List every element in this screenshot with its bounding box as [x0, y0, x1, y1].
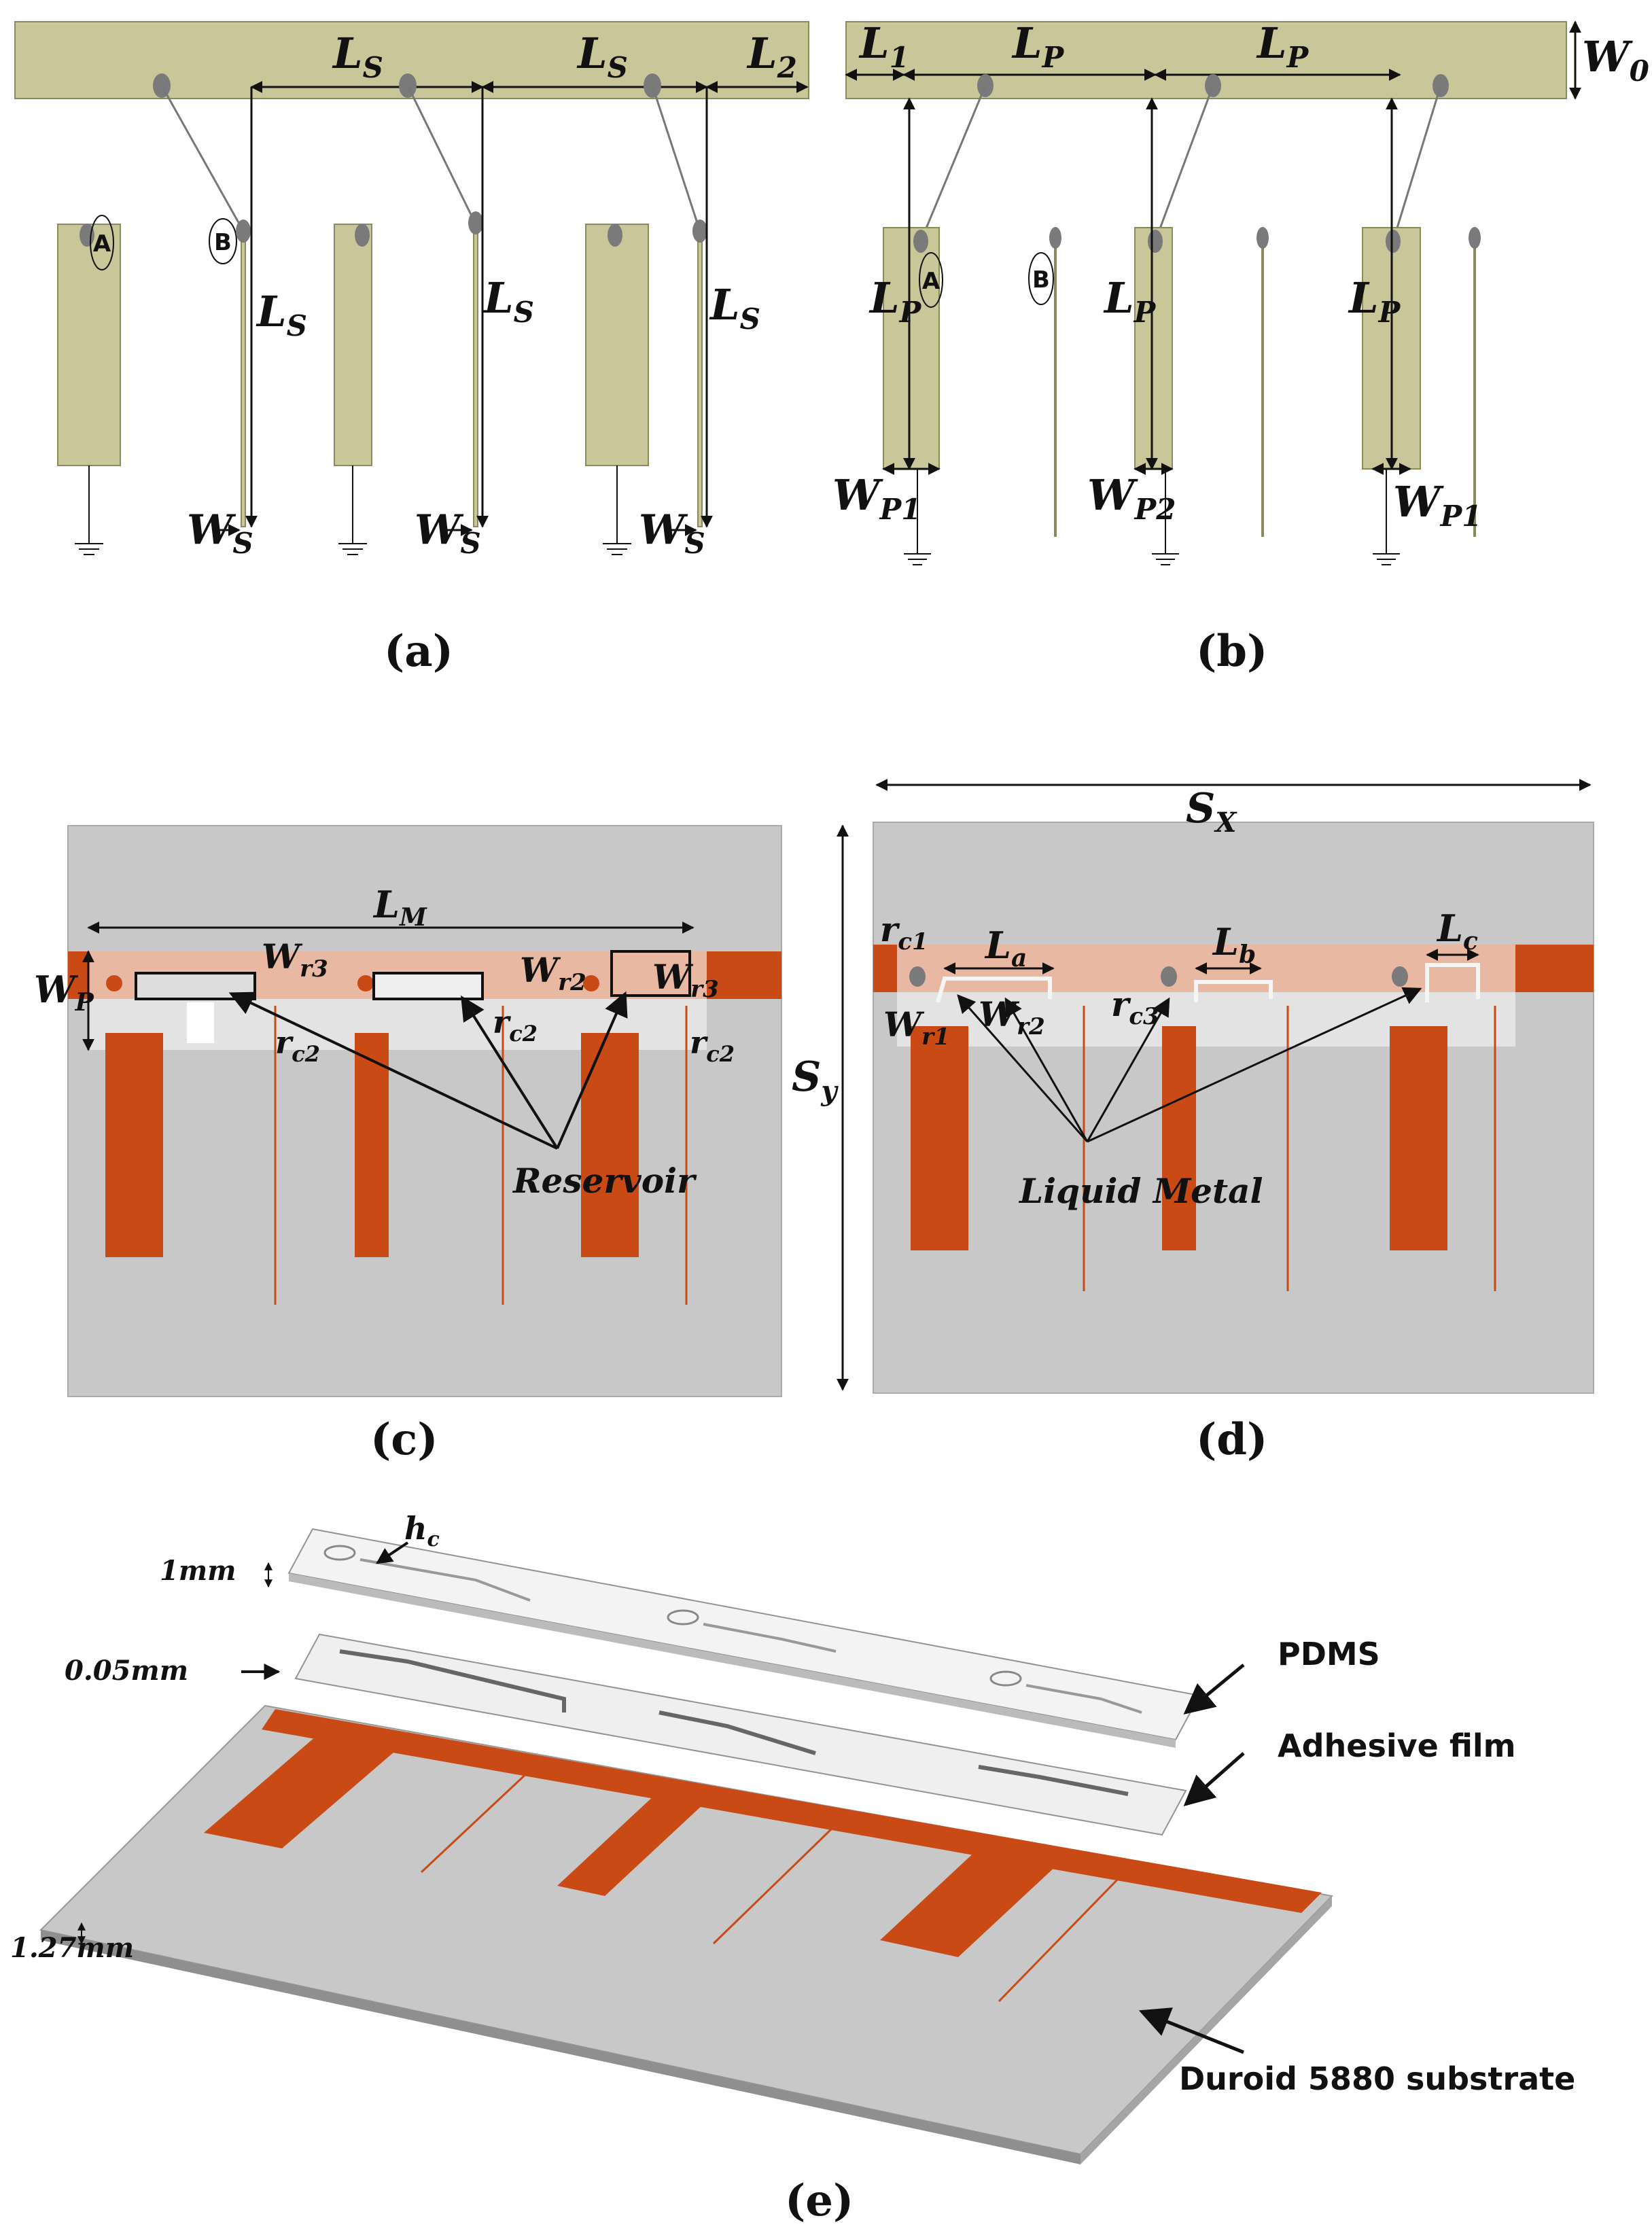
dim-lp-side: LP — [1348, 273, 1401, 329]
substrate-top — [39, 1704, 1334, 2156]
label-b: B — [214, 229, 232, 256]
dim-sy: Sy — [792, 1053, 839, 1107]
dim-wr3: Wr3 — [652, 957, 719, 1003]
patch — [355, 1033, 389, 1257]
caption-d: (d) — [1196, 1414, 1267, 1465]
label-pdms: PDMS — [1278, 1636, 1380, 1672]
label-substrate: Duroid 5880 substrate — [1179, 2060, 1575, 2097]
dim-rc2: rc2 — [275, 1024, 320, 1067]
stub-line — [473, 215, 478, 527]
patch — [204, 1736, 394, 1848]
reservoir-box — [372, 972, 484, 1000]
dim-la: La — [984, 924, 1027, 972]
substrate-side — [1080, 1896, 1332, 2164]
patch — [1390, 1026, 1447, 1250]
patch — [911, 1026, 968, 1250]
dim-ls-side: LS — [482, 273, 534, 329]
patch — [334, 224, 372, 466]
substrate-side — [41, 1930, 1080, 2164]
label-thickness-adhesive: 0.05mm — [65, 1655, 188, 1687]
panel-c: LM WP Wr3 Wr2 Wr3 rc2 rc2 rc2 Reservoir … — [34, 825, 782, 1465]
dim-lp: LP — [1256, 18, 1310, 74]
dim-lp-side: LP — [868, 273, 922, 329]
ground-icon — [75, 465, 631, 555]
dim-ws: WS — [639, 506, 705, 560]
circle-b-marker — [1028, 252, 1054, 305]
label-reservoir: Reservoir — [512, 1161, 697, 1201]
panel-e: hc 1mm 0.05mm 1.27mm PDMS Adhesive film … — [10, 1510, 1575, 2226]
stub-line — [241, 224, 246, 527]
dim-wp1: WP1 — [1393, 477, 1481, 533]
dim-wp2: WP2 — [1087, 470, 1176, 526]
circle-b-marker — [209, 218, 237, 264]
label-liquid-metal: Liquid Metal — [1018, 1171, 1263, 1211]
dim-lp: LP — [1011, 18, 1065, 74]
patch — [1134, 227, 1173, 470]
caption-c: (c) — [370, 1414, 438, 1465]
dim-ws: WS — [415, 506, 481, 560]
stub-line — [697, 224, 703, 527]
dim-rc2: rc2 — [493, 1004, 538, 1047]
caption-e: (e) — [785, 2175, 854, 2226]
dim-rc2: rc2 — [690, 1024, 735, 1067]
adhesive-film — [294, 1633, 1187, 1836]
dim-sx: SX — [1186, 785, 1237, 839]
label-a: A — [93, 230, 111, 258]
dim-w0: W0 — [1582, 32, 1649, 88]
dim-l2: L2 — [746, 29, 797, 84]
circle-a-marker — [90, 215, 114, 270]
patch — [880, 1848, 1057, 1957]
patch — [557, 1794, 703, 1896]
dim-ls-side: LS — [709, 280, 760, 336]
dim-wp: WP — [34, 968, 94, 1017]
label-adhesive-film: Adhesive film — [1278, 1727, 1516, 1764]
label-a: A — [922, 268, 941, 295]
panel-b: L1 LP LP W0 LP LP LP A B — [832, 18, 1649, 677]
dim-ls-top-1: LS — [332, 29, 383, 84]
feed-line — [262, 1709, 1322, 1913]
dim-lc: Lc — [1436, 907, 1478, 955]
label-thickness-substrate: 1.27mm — [10, 1932, 134, 1964]
patch — [883, 227, 940, 470]
panel-a: LS LS L2 A B — [14, 21, 809, 677]
patch — [57, 224, 121, 466]
dim-lp-side: LP — [1103, 273, 1157, 329]
dim-wp1: WP1 — [832, 470, 921, 526]
caption-b: (b) — [1196, 626, 1267, 677]
dim-hc: hc — [404, 1510, 440, 1551]
circle-a-marker — [919, 252, 943, 308]
ground-icon — [904, 469, 1400, 565]
substrate — [873, 822, 1594, 1394]
patch — [581, 1033, 639, 1257]
dim-ls-side: LS — [256, 287, 307, 342]
dim-wr1: Wr1 — [883, 1004, 950, 1051]
dim-l1: L1 — [858, 18, 909, 74]
reservoir-box — [610, 950, 691, 997]
dim-wr2: Wr2 — [520, 950, 586, 996]
reservoir-box — [135, 972, 256, 1000]
dim-wr3: Wr3 — [262, 936, 328, 983]
dim-rc1: rc1 — [880, 909, 928, 955]
pdms-layer — [287, 1528, 1201, 1741]
dim-lb: Lb — [1212, 920, 1256, 969]
caption-a: (a) — [384, 626, 453, 677]
dim-lm: LM — [372, 883, 427, 932]
substrate — [67, 825, 782, 1397]
patch — [585, 224, 649, 466]
panel-d: SX Sy rc1 La Lb Lc Wr1 Wr2 rc3 Liquid Me… — [792, 779, 1594, 1465]
dim-ls-top-2: LS — [576, 29, 628, 84]
patch — [105, 1033, 163, 1257]
patch — [1162, 1026, 1196, 1250]
label-thickness-pdms: 1mm — [160, 1555, 236, 1587]
label-b: B — [1032, 266, 1050, 294]
